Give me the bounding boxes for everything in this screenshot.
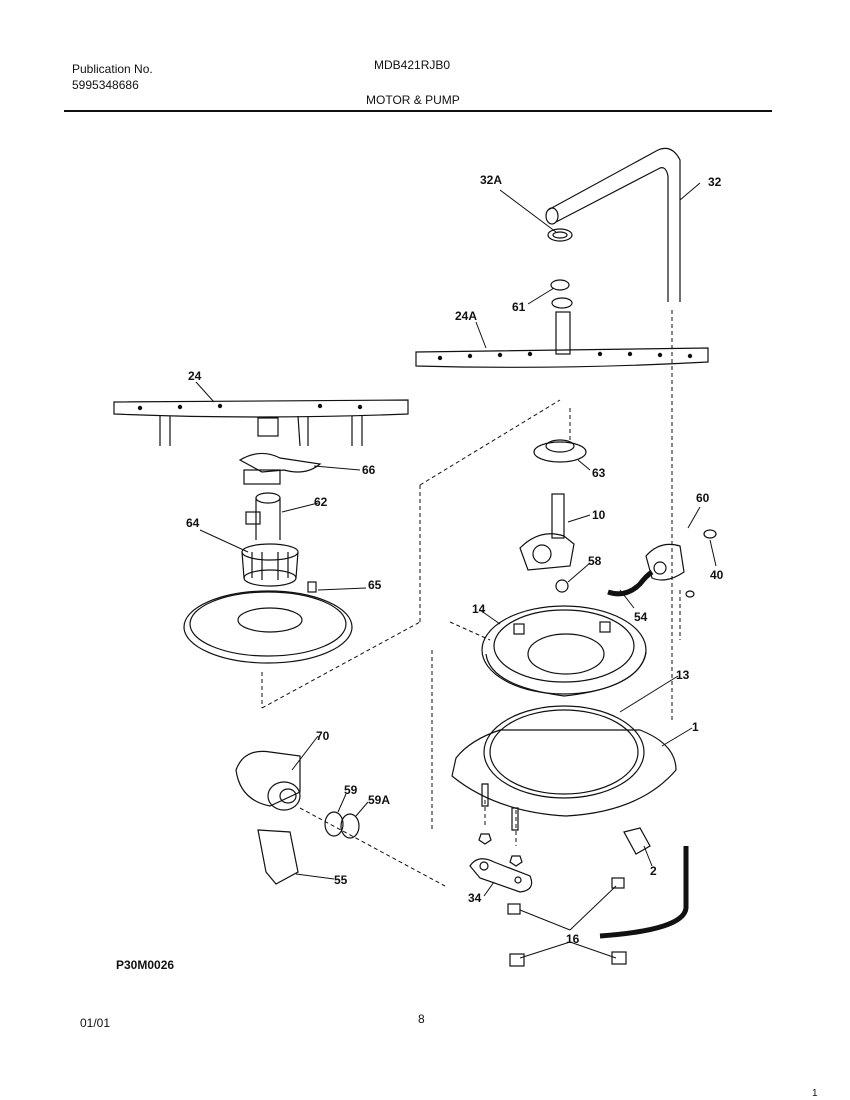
part-66-impeller	[238, 452, 322, 485]
part-14-sump	[481, 605, 647, 697]
part-24-lower-spray-arm	[113, 399, 409, 447]
callout-59: 59	[344, 783, 358, 797]
part-59-seal	[324, 811, 344, 837]
section-title: MOTOR & PUMP	[366, 93, 460, 107]
callout-70: 70	[316, 729, 330, 743]
part-58-ball	[555, 579, 569, 593]
part-34-bracket	[469, 858, 533, 893]
callout-24: 24	[188, 369, 202, 383]
callout-10: 10	[592, 508, 606, 522]
callout-13: 13	[676, 668, 690, 682]
callout-14: 14	[472, 602, 486, 616]
assembly-guide-lines	[261, 310, 681, 887]
part-1-heater	[451, 729, 677, 817]
part-13-gasket	[483, 705, 645, 799]
publication-number: 5995348686	[72, 78, 139, 92]
callout-34: 34	[468, 891, 482, 905]
part-2-clip	[623, 827, 651, 855]
callout-32: 32	[708, 175, 722, 189]
part-16-connectors	[507, 846, 689, 967]
callout-66: 66	[362, 463, 376, 477]
part-55-bracket	[257, 829, 299, 885]
part-60-valve	[645, 543, 685, 581]
part-32-tube	[545, 147, 681, 302]
part-24a-upper-spray-arm	[415, 311, 709, 368]
callout-64: 64	[186, 516, 200, 530]
page-number: 8	[418, 1012, 425, 1026]
callout-16: 16	[566, 932, 580, 946]
part-64-filter	[241, 543, 299, 587]
callout-58: 58	[588, 554, 602, 568]
part-65-screen	[183, 581, 353, 664]
part-10-housing	[519, 493, 575, 571]
callout-2: 2	[650, 864, 657, 878]
callout-63: 63	[592, 466, 606, 480]
drawing-code: P30M0026	[116, 958, 175, 972]
part-54-hose	[607, 569, 654, 597]
callout-59a: 59A	[368, 793, 390, 807]
callout-40: 40	[710, 568, 724, 582]
callout-1: 1	[692, 720, 699, 734]
callout-32a: 32A	[480, 173, 502, 187]
callout-62: 62	[314, 495, 328, 509]
publication-label: Publication No.	[72, 62, 153, 76]
part-40-clip	[703, 529, 717, 539]
model-number: MDB421RJB0	[374, 58, 451, 72]
part-62-tube	[245, 492, 281, 540]
callout-60: 60	[696, 491, 710, 505]
corner-mark: 1	[812, 1088, 818, 1099]
header-rule	[64, 110, 772, 112]
part-63-support	[533, 439, 587, 463]
callout-61: 61	[512, 300, 526, 314]
revision-date: 01/01	[80, 1016, 111, 1030]
callout-54: 54	[634, 610, 648, 624]
callout-55: 55	[334, 873, 348, 887]
part-59a-seal	[340, 813, 360, 839]
screws	[478, 783, 523, 867]
callout-65: 65	[368, 578, 382, 592]
callout-24a: 24A	[455, 309, 477, 323]
part-70-motor	[235, 750, 301, 811]
leader-lines	[195, 182, 717, 959]
part-32a-gasket	[547, 228, 573, 242]
part-61-nut	[550, 279, 573, 309]
